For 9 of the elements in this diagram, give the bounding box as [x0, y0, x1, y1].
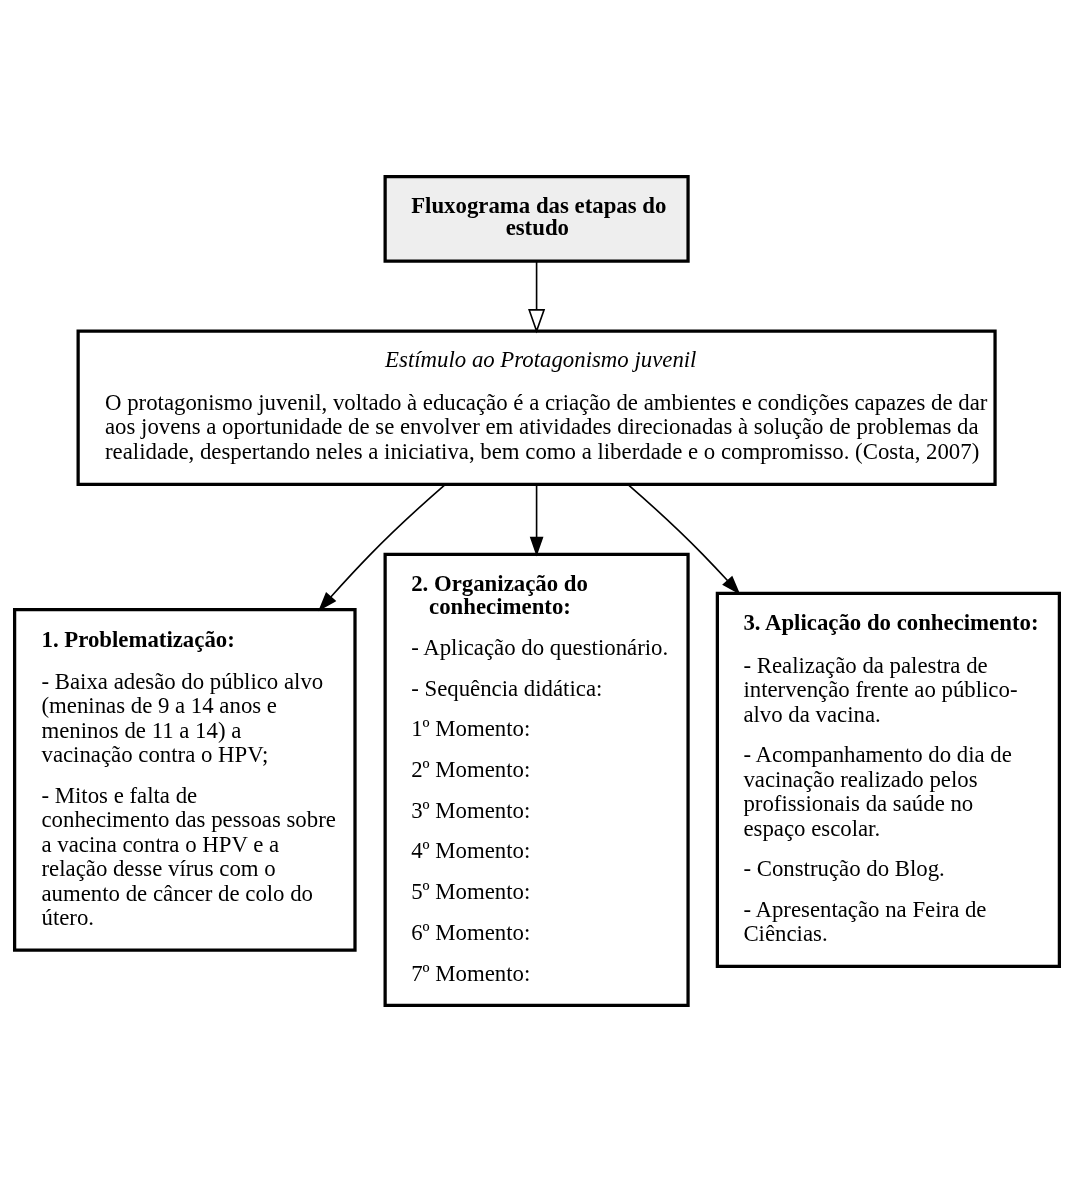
- arrow: [528, 260, 546, 334]
- node-box: 3. Aplicação do conhecimento: - Realização da palestra de intervenção frente ao público-alvo da vacina. - Acompanhamento do dia de vacinação realizado pelos profissionais da saúde no espaço escolar. - Construção do Blog. - Apresentação na Feira de Ciências.: [715, 591, 1061, 969]
- arrow: [318, 483, 447, 612]
- arrow: [627, 483, 741, 595]
- node-box: 1. Problematização: - Baixa adesão do público alvo (meninas de 9 a 14 anos e meninos de 11 a 14) a vacinação contra o HPV; - Mitos e falta de conhecimento das pessoas sobre a vacina contra o HPV e a relação desse vírus com o aumento de câncer de colo do útero.: [13, 608, 357, 952]
- node-box: Estímulo ao Protagonismo juvenil O protagonismo juvenil, voltado à educação é a criação de ambientes e condições capazes de dar aos jovens a oportunidade de se envolver em atividades direcionadas à solução de problemas da realidade, despertando neles a iniciativa, bem como a liberdade e o compromisso. (Costa, 2007): [76, 329, 997, 486]
- arrow: [529, 483, 544, 557]
- node-box: Fluxograma das etapas do estudo: [383, 174, 690, 263]
- node-box: 2. Organização do conhecimento: - Aplicação do questionário. - Sequência didática: 1º Momento: 2º Momento: 3º Momento: 4º Momento: 5º Momento: 6º Momento: 7º Momento:: [383, 552, 690, 1008]
